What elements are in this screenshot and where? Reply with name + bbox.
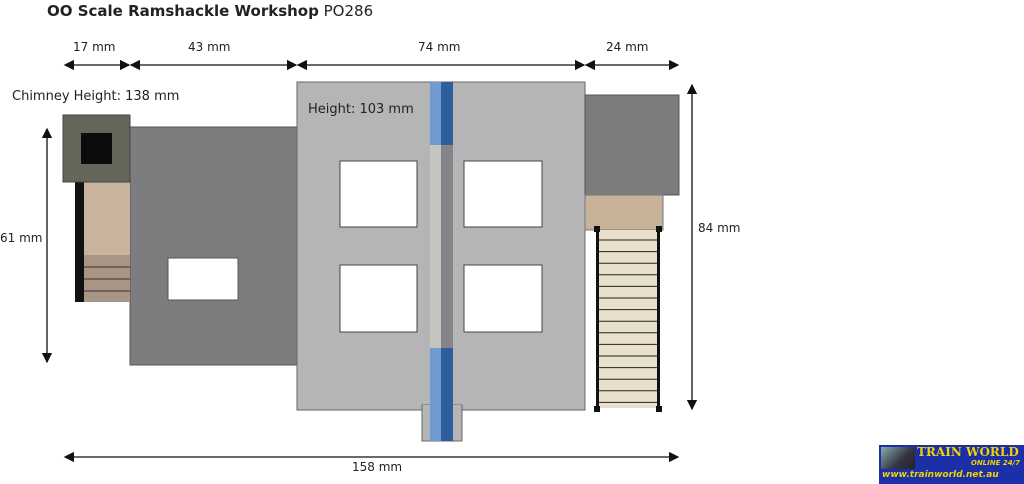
left-wing — [129, 126, 298, 366]
chimney-height-label: Chimney Height: 138 mm — [12, 89, 180, 104]
main-width-label: 74 mm — [418, 40, 461, 54]
annex-width-label: 24 mm — [606, 40, 649, 54]
logo-name: TRAIN WORLD — [917, 445, 1019, 459]
left-height-label: 61 mm — [0, 231, 43, 245]
page-title: OO Scale Ramshackle Workshop PO286 — [47, 2, 374, 20]
logo-url: www.trainworld.net.au — [882, 470, 999, 480]
trainworld-logo: TRAIN WORLD ONLINE 24/7 www.trainworld.n… — [879, 445, 1024, 484]
left-wing-width-label: 43 mm — [188, 40, 231, 54]
right-height-label: 84 mm — [698, 221, 741, 235]
main-building — [296, 81, 586, 442]
main-height-label: Height: 103 mm — [308, 102, 414, 117]
dimension-arrows — [41, 59, 698, 463]
logo-tagline: ONLINE 24/7 — [970, 459, 1020, 467]
train-photo-icon — [881, 447, 915, 469]
annex — [584, 94, 680, 412]
chimney — [62, 114, 131, 302]
total-width-label: 158 mm — [352, 460, 403, 474]
chimney-width-label: 17 mm — [73, 40, 116, 54]
